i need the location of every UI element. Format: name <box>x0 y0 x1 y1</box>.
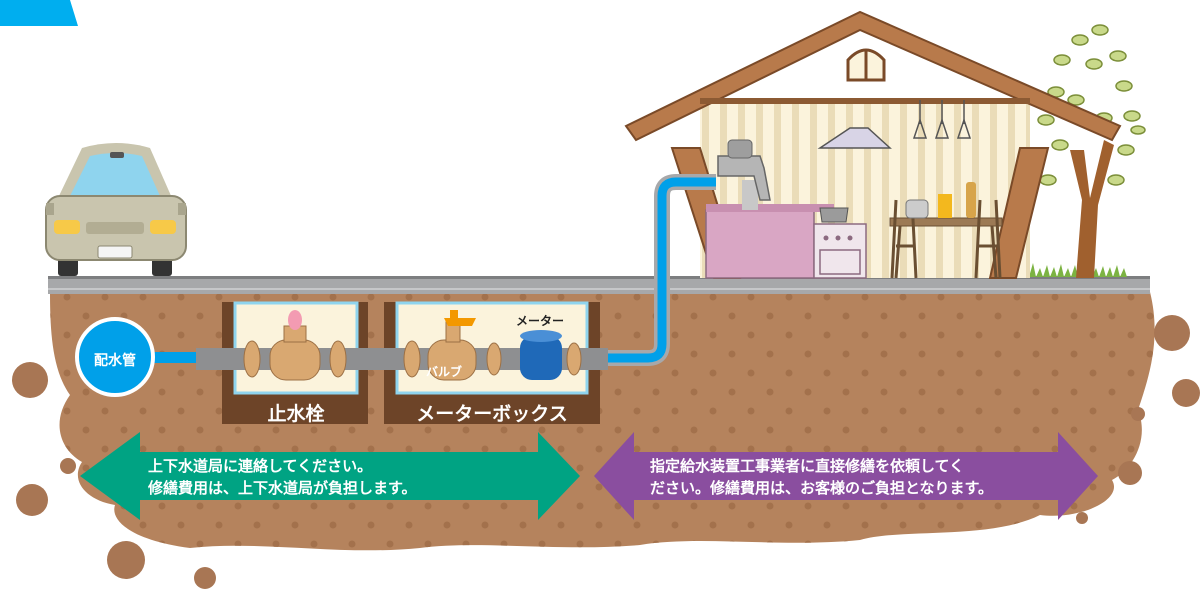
valve-label: バルブ <box>425 365 462 379</box>
distribution-pipe-circle <box>75 317 155 397</box>
tree-illustration <box>1037 24 1146 278</box>
distribution-pipe-label: 配水管 <box>94 353 136 369</box>
right-arrow-text: 指定給水装置工事業者に直接修繕を依頼してく ださい。修繕費用は、お客様のご負担と… <box>650 455 993 499</box>
house-illustration <box>624 10 1122 279</box>
meter-box <box>384 301 608 424</box>
soil-blobs <box>12 315 1200 589</box>
grass <box>1015 263 1127 277</box>
soil-texture <box>50 292 1155 551</box>
corner-mark <box>0 0 78 26</box>
meter-box-label: メーターボックス <box>416 403 568 425</box>
left-arrow-text: 上下水道局に連絡してください。 修繕費用は、上下水道局が負担します。 <box>148 455 417 499</box>
stopcock-box <box>196 301 382 424</box>
left-arrow <box>80 432 580 520</box>
right-arrow-line2: ださい。修繕費用は、お客様のご負担となります。 <box>650 479 994 497</box>
left-arrow-line1: 上下水道局に連絡してください。 <box>148 457 373 475</box>
meter-label: メーター <box>515 314 564 328</box>
left-arrow-line2: 修繕費用は、上下水道局が負担します。 <box>148 479 417 497</box>
stopcock-label: 止水栓 <box>267 403 325 425</box>
right-arrow <box>594 432 1098 520</box>
car-illustration <box>45 143 187 276</box>
right-arrow-line1: 指定給水装置工事業者に直接修繕を依頼してく <box>650 457 965 475</box>
main-pipe-blue <box>140 352 240 363</box>
